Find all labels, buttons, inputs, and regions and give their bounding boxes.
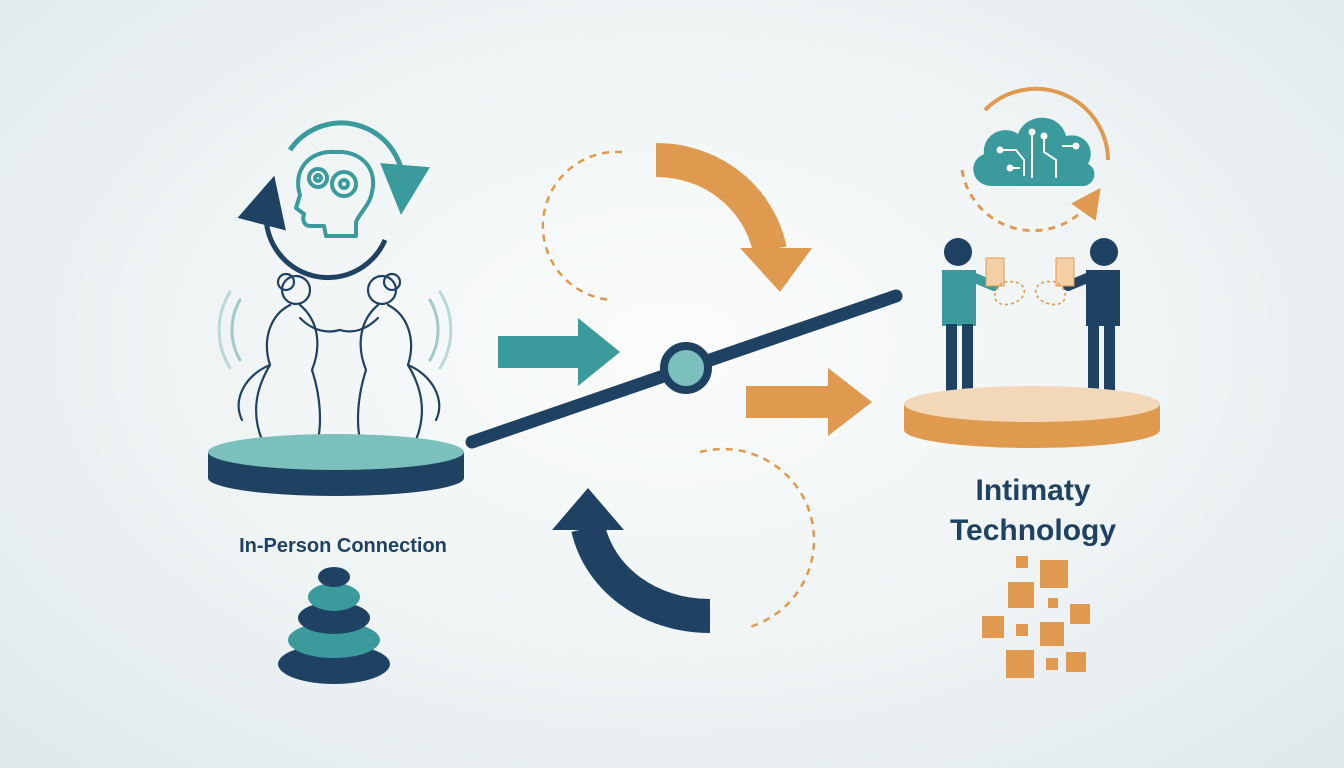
left-platform xyxy=(208,434,464,496)
right-label-line2: Technology xyxy=(950,514,1116,547)
circuit-lines xyxy=(996,128,1080,178)
person-right xyxy=(1063,238,1120,398)
right-label-line1: Intimaty xyxy=(975,474,1090,507)
brain-cycle-group xyxy=(237,120,430,281)
stacked-stones-icon xyxy=(278,567,390,684)
device-right xyxy=(1055,257,1075,287)
navy-curved-arrow xyxy=(552,488,711,633)
person-left xyxy=(942,238,999,398)
dashed-arc-top xyxy=(541,150,623,302)
cycle-arrow-navy xyxy=(237,175,388,281)
couple-figures xyxy=(217,272,453,442)
cloud-cycle-group xyxy=(960,86,1110,233)
cloud-circuit-icon xyxy=(973,117,1095,187)
brain-gears-icon xyxy=(294,149,376,238)
connection-squiggles xyxy=(994,280,1066,306)
orange-curved-arrow xyxy=(655,143,812,292)
teal-right-arrow xyxy=(498,318,620,386)
cycle-arrow-orange-top xyxy=(983,86,1110,161)
pixel-blocks-icon xyxy=(982,556,1090,678)
right-platform xyxy=(904,386,1160,448)
balance-beam-icon xyxy=(465,289,903,449)
cycle-arrow-orange-bottom xyxy=(960,169,1101,233)
dashed-arc-bottom xyxy=(699,447,816,630)
orange-right-arrow xyxy=(746,368,872,436)
device-left xyxy=(985,257,1005,287)
left-label: In-Person Connection xyxy=(239,535,447,557)
cycle-arrow-teal xyxy=(287,120,430,215)
